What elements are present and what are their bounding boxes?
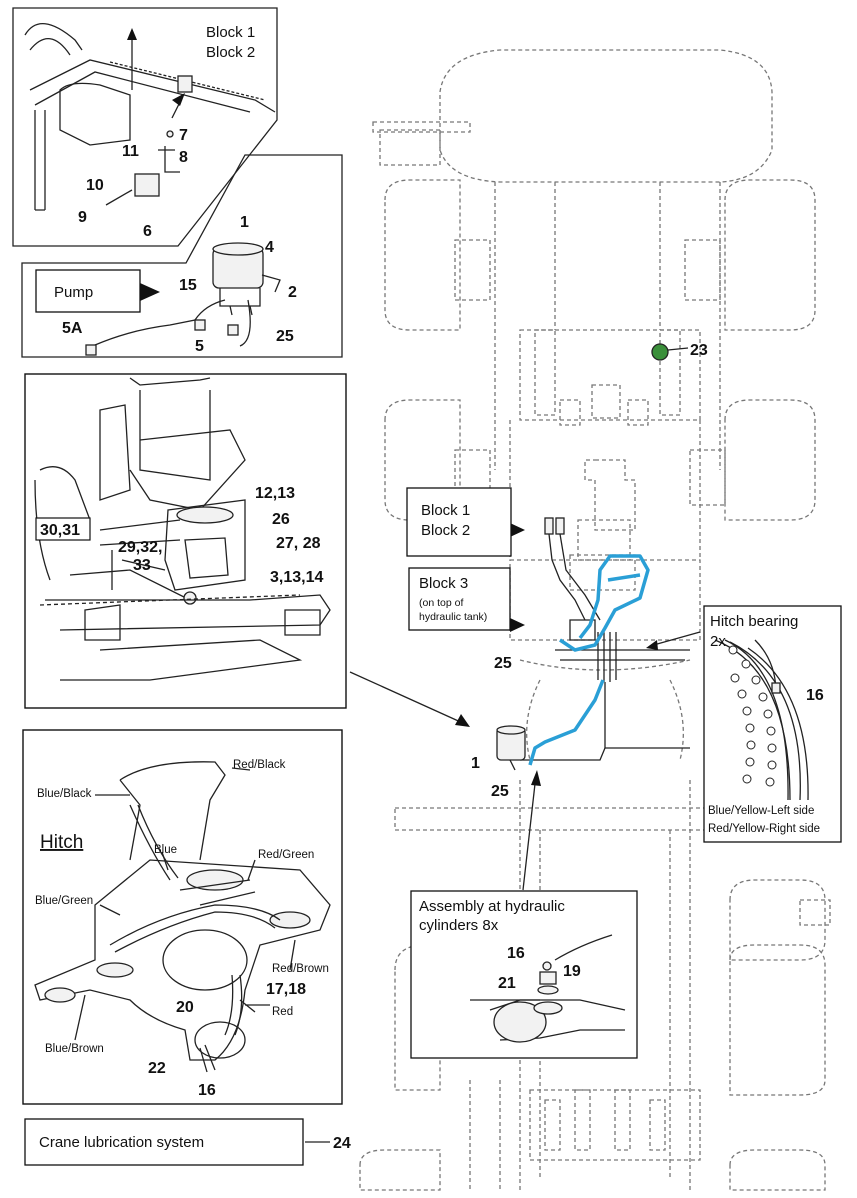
crane-inset (24, 373, 347, 709)
callout: 21 (498, 975, 516, 992)
block12-line1: Block 1 (421, 502, 470, 519)
callout: 12,13 (255, 485, 295, 502)
callout: 1 (240, 214, 249, 231)
wire-label: Blue/Green (35, 895, 93, 907)
callout: 25 (491, 783, 509, 800)
callout: 16 (806, 687, 824, 704)
callout: 1 (471, 755, 480, 772)
callout: 6 (143, 223, 152, 240)
callout: 8 (179, 149, 188, 166)
lube-lines (528, 554, 650, 766)
assembly-line1: Assembly at hydraulic (419, 898, 565, 915)
callout: 33 (133, 557, 151, 574)
callout: 26 (272, 511, 290, 528)
machine-pump-1 (496, 725, 526, 771)
block3-line1: Block 3 (419, 575, 468, 592)
arrows (140, 283, 701, 1143)
wire-label: Blue/Black (37, 788, 92, 800)
block12-box (406, 487, 512, 557)
callout: 30,31 (40, 522, 80, 539)
callout: 15 (179, 277, 197, 294)
callout: 3,13,14 (270, 569, 323, 586)
callout: 10 (86, 177, 104, 194)
callout: 5 (195, 338, 204, 355)
callout: 27, 28 (276, 535, 321, 552)
hydraulic-tank-block (520, 459, 690, 761)
block-inset (12, 7, 278, 247)
block3-line2: (on top of (419, 597, 463, 609)
wire-label: Red (272, 1006, 293, 1018)
block-inset-title-2: Block 2 (206, 44, 255, 61)
block12-line2: Block 2 (421, 522, 470, 539)
callout: 7 (179, 127, 188, 144)
pump-inset (21, 154, 343, 358)
callout: 16 (198, 1082, 216, 1099)
hitch-bearing-inset (703, 605, 842, 843)
hitch-bearing-count: 2x (710, 633, 726, 650)
callout: 25 (276, 328, 294, 345)
hitch-bearing-note-1: Blue/Yellow-Left side (708, 805, 814, 817)
wire-label: Blue/Brown (45, 1043, 104, 1055)
legend-box (24, 1118, 304, 1166)
hitch-bearing-title: Hitch bearing (710, 613, 798, 630)
callout: 19 (563, 963, 581, 980)
wire-label: Red/Green (258, 849, 314, 861)
callout: 4 (265, 239, 274, 256)
wire-label: Blue (154, 844, 177, 856)
callout: 11 (122, 143, 139, 160)
callout: 20 (176, 999, 194, 1016)
labels: Block 1 Block 2 7 8 11 10 9 6 Pump 1 4 1… (35, 24, 824, 1152)
legend-text: Crane lubrication system (39, 1134, 204, 1151)
callout: 2 (288, 284, 297, 301)
block-inset-title-1: Block 1 (206, 24, 255, 41)
callout: 24 (333, 1135, 351, 1152)
callout: 29,32, (118, 539, 162, 556)
wire-label: Red/Black (233, 759, 286, 771)
pump-label: Pump (54, 284, 93, 301)
callout: 5A (62, 320, 83, 337)
callout: 25 (494, 655, 512, 672)
callout: 17,18 (266, 981, 306, 998)
hitch-title: Hitch (40, 832, 83, 853)
assembly-inset (410, 890, 638, 1059)
hitch-inset (22, 729, 343, 1105)
wire-label: Red/Brown (272, 963, 329, 975)
block3-line3: hydraulic tank) (419, 611, 487, 623)
callout: 23 (690, 342, 708, 359)
part-23-fitting (651, 343, 689, 361)
callout: 9 (78, 209, 87, 226)
callout: 16 (507, 945, 525, 962)
callout: 22 (148, 1060, 166, 1077)
hitch-bearing-note-2: Red/Yellow-Right side (708, 823, 820, 835)
block3-box (408, 567, 511, 631)
assembly-line2: cylinders 8x (419, 917, 499, 934)
